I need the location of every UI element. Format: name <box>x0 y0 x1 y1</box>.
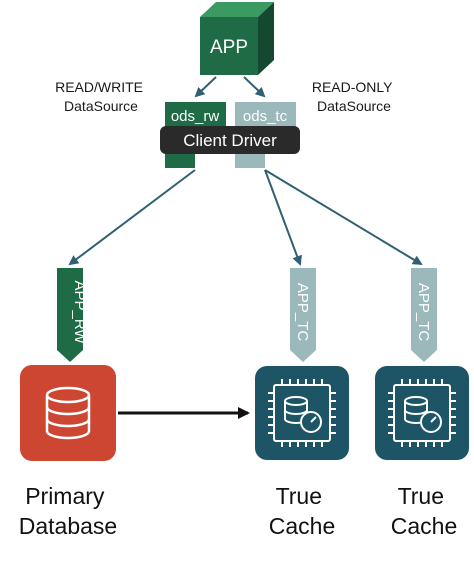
ods-rw-tag-tail <box>165 150 195 168</box>
svg-text:APP_RW: APP_RW <box>71 280 88 344</box>
svg-text:Client Driver: Client Driver <box>183 131 277 150</box>
driver-to-cache2-arrow <box>264 169 423 266</box>
rw-datasource-label: READ/WRITE DataSource <box>55 79 147 114</box>
app-cube-icon: APP <box>200 2 274 75</box>
true-cache-1-caption: True Cache <box>269 483 335 539</box>
svg-text:APP_TC: APP_TC <box>415 283 432 342</box>
ods-rw-tag: ods_rw <box>165 102 226 128</box>
svg-text:ods_tc: ods_tc <box>243 108 288 125</box>
driver-to-cache1-arrow <box>264 169 302 266</box>
true-cache-2 <box>375 366 469 460</box>
app-to-tc-arrow <box>243 76 266 98</box>
svg-text:APP_TC: APP_TC <box>294 283 311 342</box>
app-label: APP <box>210 37 248 58</box>
driver-to-app-rw-arrow <box>68 169 196 266</box>
primary-database-caption: Primary Database <box>19 483 117 539</box>
chip-database-gauge-icon <box>268 379 336 447</box>
service-app-tc-2: APP_TC <box>411 268 437 362</box>
client-driver: Client Driver <box>160 126 300 154</box>
chip-database-gauge-icon <box>388 379 456 447</box>
true-cache-2-caption: True Cache <box>391 483 457 539</box>
primary-database <box>20 365 116 461</box>
true-cache-1 <box>255 366 349 460</box>
svg-text:ods_rw: ods_rw <box>171 108 220 125</box>
service-app-tc-1: APP_TC <box>290 268 316 362</box>
ods-tc-tag-tail <box>235 150 265 168</box>
ro-datasource-label: READ-ONLY DataSource <box>312 79 396 114</box>
app-to-rw-arrow <box>194 76 217 98</box>
ods-tc-tag: ods_tc <box>235 102 296 128</box>
service-app-rw: APP_RW <box>57 268 88 362</box>
database-icon <box>45 386 91 440</box>
